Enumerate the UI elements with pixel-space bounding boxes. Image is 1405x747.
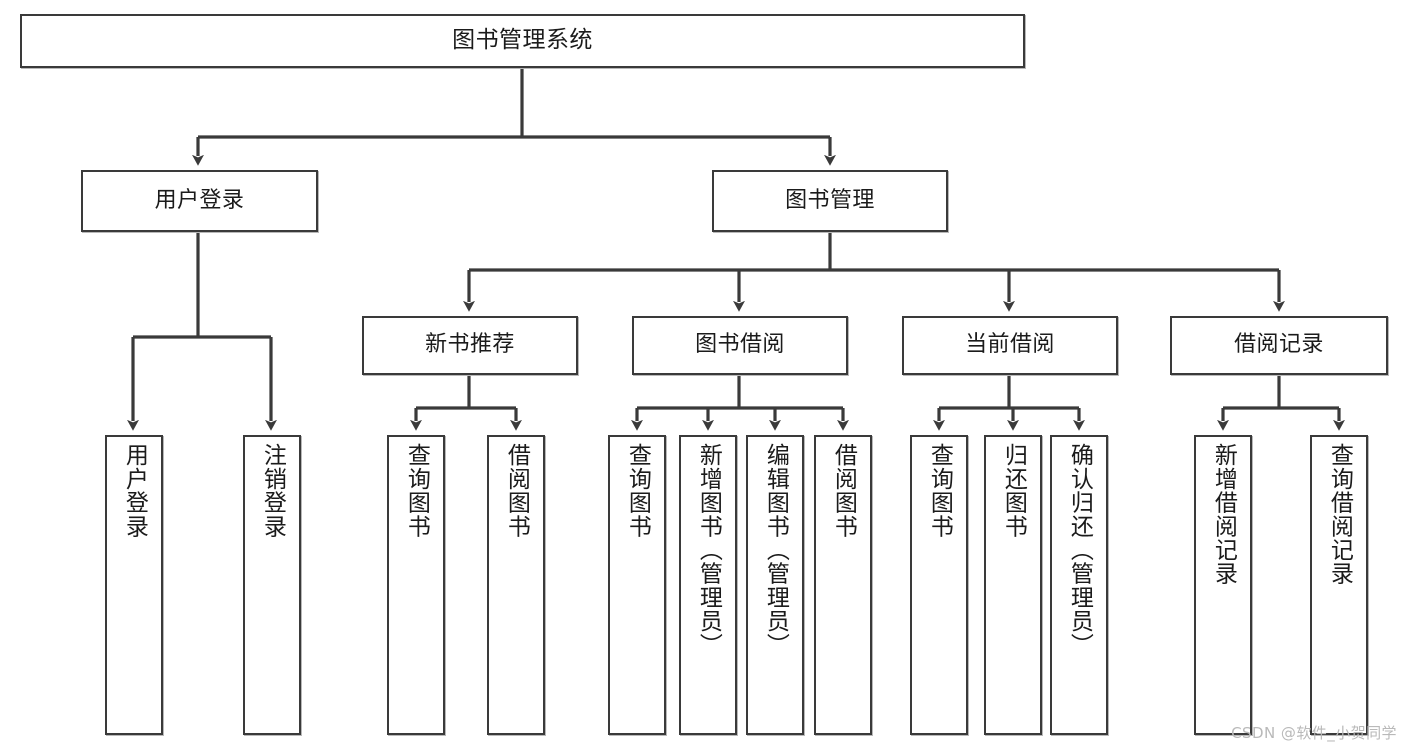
node-book-borrow[interactable]: 图书借阅	[632, 316, 848, 375]
leaf-query-borrow-record[interactable]: 查询借阅记录	[1310, 435, 1368, 735]
node-book-manage-label: 图书管理	[785, 187, 875, 213]
leaf-confirm-return-admin[interactable]: 确认归还（管理员）	[1050, 435, 1108, 735]
leaf-edit-book-admin[interactable]: 编辑图书（管理员）	[746, 435, 804, 735]
leaf-query-book-current[interactable]: 查询图书	[910, 435, 968, 735]
node-book-borrow-label: 图书借阅	[695, 332, 785, 358]
leaf-query-book-current-label: 查询图书	[926, 443, 953, 538]
leaf-borrow-book-rec[interactable]: 借阅图书	[487, 435, 545, 735]
node-user-login[interactable]: 用户登录	[81, 170, 318, 232]
leaf-add-borrow-record[interactable]: 新增借阅记录	[1194, 435, 1252, 735]
leaf-edit-book-admin-label: 编辑图书（管理员）	[762, 443, 789, 657]
leaf-query-book-borrow-label: 查询图书	[624, 443, 651, 538]
leaf-query-borrow-record-label: 查询借阅记录	[1326, 443, 1353, 586]
leaf-add-book-admin-label: 新增图书（管理员）	[695, 443, 722, 657]
leaf-return-book[interactable]: 归还图书	[984, 435, 1042, 735]
node-new-book-rec[interactable]: 新书推荐	[362, 316, 578, 375]
leaf-query-book-rec-label: 查询图书	[403, 443, 430, 538]
node-book-manage[interactable]: 图书管理	[712, 170, 948, 232]
node-root[interactable]: 图书管理系统	[20, 14, 1025, 68]
leaf-user-login-label: 用户登录	[121, 443, 148, 538]
leaf-user-login[interactable]: 用户登录	[105, 435, 163, 735]
leaf-return-book-label: 归还图书	[1000, 443, 1027, 538]
leaf-query-book-rec[interactable]: 查询图书	[387, 435, 445, 735]
node-root-label: 图书管理系统	[452, 27, 593, 54]
node-borrow-record[interactable]: 借阅记录	[1170, 316, 1388, 375]
leaf-add-borrow-record-label: 新增借阅记录	[1210, 443, 1237, 586]
node-borrow-record-label: 借阅记录	[1234, 332, 1324, 358]
node-current-borrow[interactable]: 当前借阅	[902, 316, 1118, 375]
leaf-borrow-book-label: 借阅图书	[830, 443, 857, 538]
leaf-user-logout-label: 注销登录	[259, 443, 286, 538]
node-user-login-label: 用户登录	[154, 187, 245, 213]
leaf-add-book-admin[interactable]: 新增图书（管理员）	[679, 435, 737, 735]
leaf-borrow-book-rec-label: 借阅图书	[503, 443, 530, 538]
leaf-query-book-borrow[interactable]: 查询图书	[608, 435, 666, 735]
node-current-borrow-label: 当前借阅	[965, 332, 1055, 358]
leaf-borrow-book[interactable]: 借阅图书	[814, 435, 872, 735]
csdn-watermark: CSDN @软件_小贺同学	[1231, 724, 1397, 742]
leaf-user-logout[interactable]: 注销登录	[243, 435, 301, 735]
leaf-confirm-return-admin-label: 确认归还（管理员）	[1066, 443, 1093, 657]
node-new-book-rec-label: 新书推荐	[425, 332, 515, 358]
